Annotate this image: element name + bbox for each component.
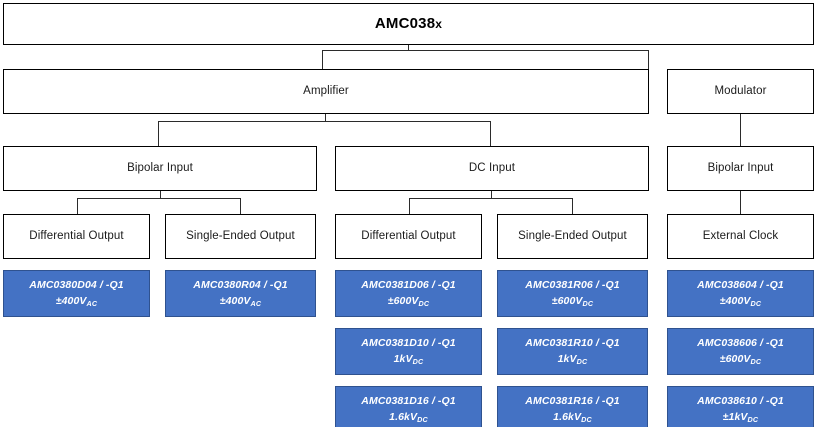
part-number: AMC0381R16 / -Q1 bbox=[525, 395, 620, 408]
part-box: AMC0381R06 / -Q1 ±600VDC bbox=[497, 270, 648, 317]
dc-input-label: DC Input bbox=[468, 162, 516, 175]
part-number: AMC038610 / -Q1 bbox=[697, 395, 784, 408]
part-number: AMC0381D10 / -Q1 bbox=[361, 337, 456, 350]
connector-amplifier-to-dc bbox=[490, 121, 491, 146]
part-box: AMC0380D04 / -Q1 ±400VAC bbox=[3, 270, 150, 317]
bipolar-input-modulator-label: Bipolar Input bbox=[707, 162, 774, 175]
part-box: AMC038610 / -Q1 ±1kVDC bbox=[667, 386, 814, 427]
part-number: AMC0380R04 / -Q1 bbox=[193, 279, 288, 292]
connector-amplifier-bar bbox=[158, 121, 491, 122]
part-number: AMC038606 / -Q1 bbox=[697, 337, 784, 350]
amplifier-label: Amplifier bbox=[303, 85, 349, 98]
root-label: AMC038x bbox=[374, 14, 443, 32]
bipolar-single-ended-output-box: Single-Ended Output bbox=[165, 214, 316, 259]
part-number: AMC0380D04 / -Q1 bbox=[29, 279, 124, 292]
part-voltage: ±1kVDC bbox=[722, 410, 759, 424]
part-voltage: ±600VDC bbox=[387, 294, 430, 308]
bipolar-input-amplifier-label: Bipolar Input bbox=[127, 162, 193, 175]
part-number: AMC0381R06 / -Q1 bbox=[525, 279, 620, 292]
part-voltage: 1.6kVDC bbox=[389, 410, 428, 424]
external-clock-box: External Clock bbox=[667, 214, 814, 259]
part-number: AMC0381D06 / -Q1 bbox=[361, 279, 456, 292]
connector-bipolar-bar bbox=[77, 198, 241, 199]
connector-root-to-modulator bbox=[648, 50, 649, 69]
connector-root-bar bbox=[322, 50, 649, 51]
connector-dc-bar bbox=[409, 198, 573, 199]
root-box-amc038x: AMC038x bbox=[3, 3, 814, 45]
part-voltage: ±400VDC bbox=[719, 294, 762, 308]
connector-amplifier-to-bipolar bbox=[158, 121, 159, 146]
dc-differential-output-label: Differential Output bbox=[361, 230, 456, 243]
part-voltage: 1.6kVDC bbox=[553, 410, 592, 424]
connector-dc-to-diff bbox=[409, 198, 410, 214]
connector-amplifier-stem bbox=[325, 114, 326, 122]
connector-root-to-amplifier bbox=[322, 50, 323, 69]
part-voltage: ±400VAC bbox=[55, 294, 98, 308]
part-voltage: ±600VDC bbox=[551, 294, 594, 308]
amplifier-box: Amplifier bbox=[3, 69, 649, 114]
part-voltage: ±400VAC bbox=[219, 294, 262, 308]
connector-dc-stem bbox=[491, 191, 492, 199]
part-box: AMC0380R04 / -Q1 ±400VAC bbox=[165, 270, 316, 317]
dc-single-ended-output-label: Single-Ended Output bbox=[518, 230, 627, 243]
connector-root-stem bbox=[408, 45, 409, 51]
part-voltage: 1kVDC bbox=[557, 352, 588, 366]
part-number: AMC038604 / -Q1 bbox=[697, 279, 784, 292]
part-box: AMC038606 / -Q1 ±600VDC bbox=[667, 328, 814, 375]
bipolar-input-amplifier-box: Bipolar Input bbox=[3, 146, 317, 191]
part-box: AMC0381D10 / -Q1 1kVDC bbox=[335, 328, 482, 375]
bipolar-single-ended-output-label: Single-Ended Output bbox=[186, 230, 295, 243]
part-voltage: ±600VDC bbox=[719, 352, 762, 366]
bipolar-input-modulator-box: Bipolar Input bbox=[667, 146, 814, 191]
external-clock-label: External Clock bbox=[702, 230, 779, 243]
bipolar-differential-output-box: Differential Output bbox=[3, 214, 150, 259]
part-box: AMC0381R10 / -Q1 1kVDC bbox=[497, 328, 648, 375]
connector-dc-to-se bbox=[572, 198, 573, 214]
connector-bipolar-to-se bbox=[240, 198, 241, 214]
connector-bipolar-stem bbox=[160, 191, 161, 199]
modulator-label: Modulator bbox=[714, 85, 767, 98]
connector-bipolar-to-diff bbox=[77, 198, 78, 214]
part-box: AMC0381D06 / -Q1 ±600VDC bbox=[335, 270, 482, 317]
dc-input-box: DC Input bbox=[335, 146, 649, 191]
connector-bipolar-mod-to-clock bbox=[740, 191, 741, 214]
part-box: AMC0381R16 / -Q1 1.6kVDC bbox=[497, 386, 648, 427]
part-box: AMC0381D16 / -Q1 1.6kVDC bbox=[335, 386, 482, 427]
dc-single-ended-output-box: Single-Ended Output bbox=[497, 214, 648, 259]
dc-differential-output-box: Differential Output bbox=[335, 214, 482, 259]
bipolar-differential-output-label: Differential Output bbox=[29, 230, 124, 243]
modulator-box: Modulator bbox=[667, 69, 814, 114]
connector-modulator-to-bipolar bbox=[740, 114, 741, 146]
part-voltage: 1kVDC bbox=[393, 352, 424, 366]
part-number: AMC0381D16 / -Q1 bbox=[361, 395, 456, 408]
part-number: AMC0381R10 / -Q1 bbox=[525, 337, 620, 350]
part-box: AMC038604 / -Q1 ±400VDC bbox=[667, 270, 814, 317]
